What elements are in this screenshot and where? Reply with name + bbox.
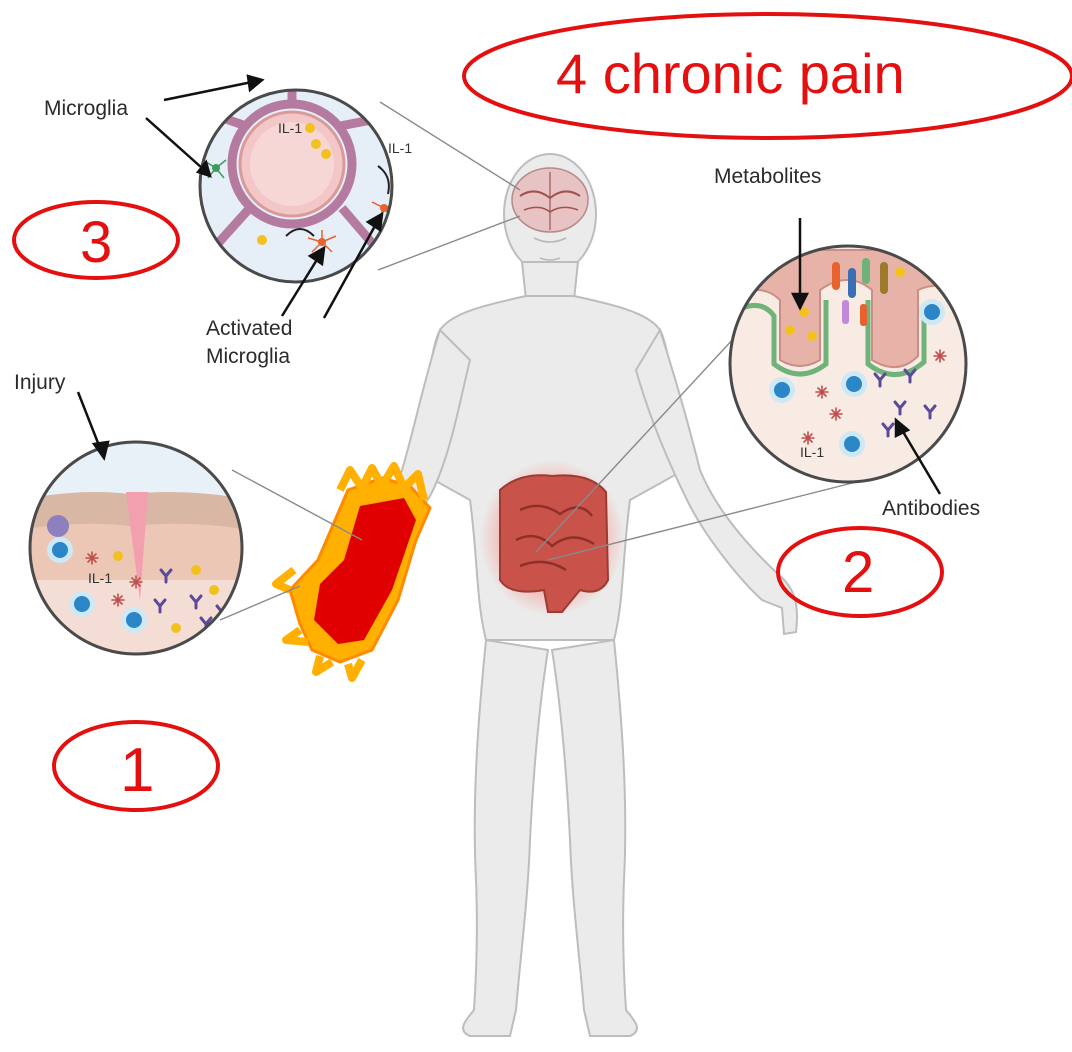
skin-injury-zoom-circle: [20, 442, 250, 680]
gut-zoom-circle: [728, 246, 970, 482]
step-3-annotation: 3: [80, 214, 112, 272]
intestine-icon: [480, 460, 624, 616]
chronic-pain-annotation: 4 chronic pain: [556, 46, 905, 102]
activated-microglia-label-line2: Microglia: [206, 344, 290, 370]
step-2-annotation: 2: [842, 544, 874, 602]
brain-zoom-circle: [200, 70, 396, 282]
brain-icon: [512, 168, 588, 232]
il1-label-brain-right: IL-1: [388, 140, 412, 156]
il1-label-gut: IL-1: [800, 444, 824, 460]
microglia-label: Microglia: [44, 96, 128, 122]
antibodies-label: Antibodies: [882, 496, 980, 522]
il1-label-skin: IL-1: [88, 570, 112, 586]
metabolites-label: Metabolites: [714, 164, 821, 190]
il1-label-brain-vessel: IL-1: [278, 120, 302, 136]
injury-label: Injury: [14, 370, 65, 396]
step-1-annotation: 1: [120, 740, 154, 802]
activated-microglia-label-line1: Activated: [206, 316, 292, 342]
inflamed-hand-icon: [276, 466, 430, 678]
